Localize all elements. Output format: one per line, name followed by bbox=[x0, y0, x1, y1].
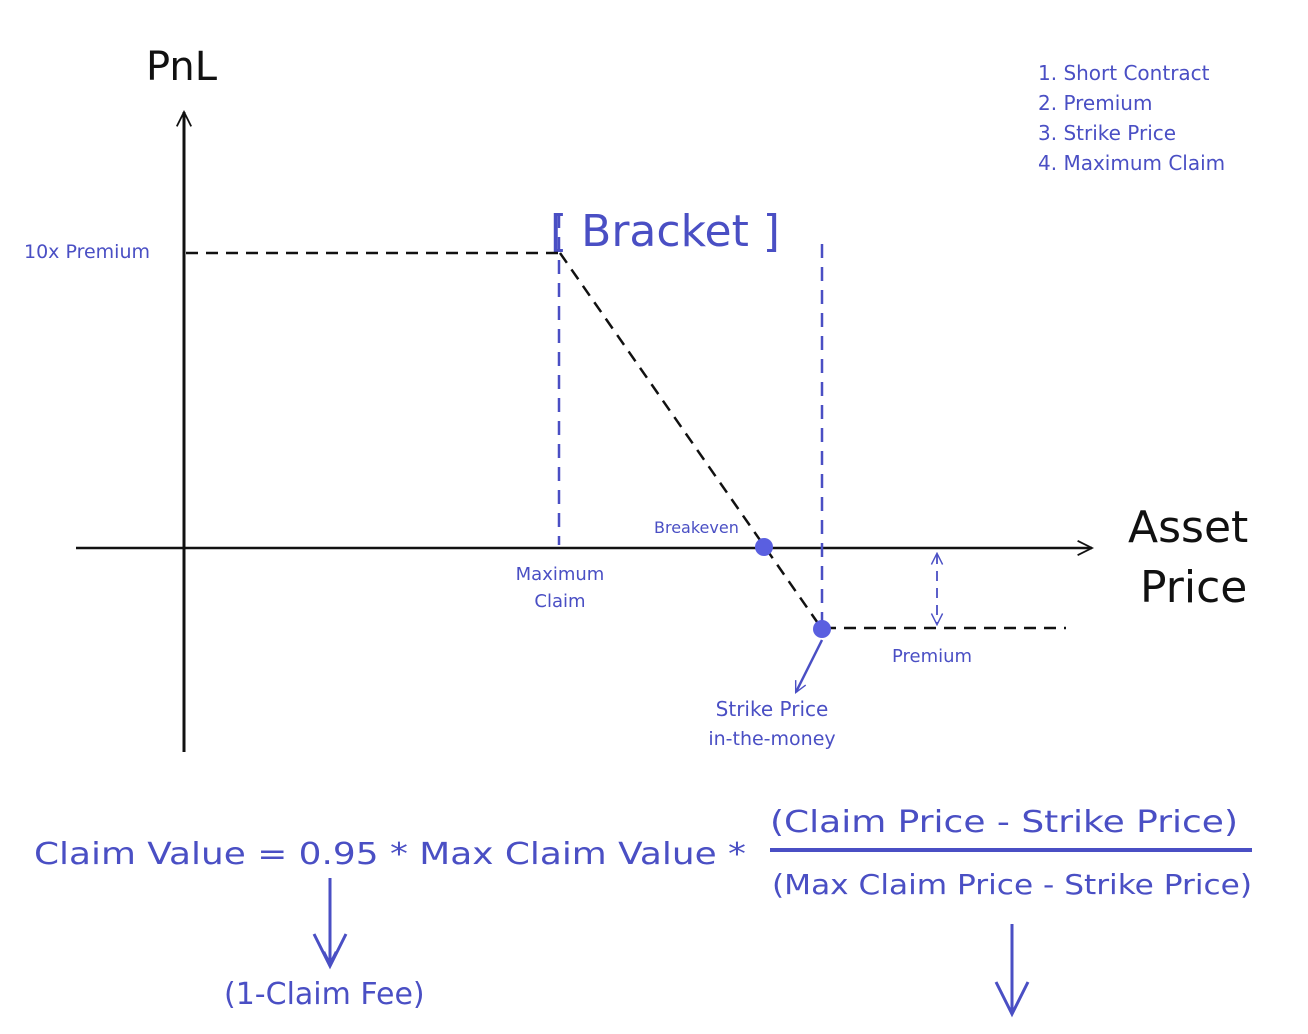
formula-denominator: (Max Claim Price - Strike Price) bbox=[772, 868, 1252, 901]
claim-fee-label: (1-Claim Fee) bbox=[224, 977, 425, 1012]
strike-price-label-line1: Strike Price bbox=[716, 697, 829, 721]
bracket-label: [ Bracket ] bbox=[550, 206, 780, 257]
fee-arrow-head bbox=[312, 933, 348, 970]
formula-lhs: Claim Value = 0.95 * Max Claim Value * bbox=[34, 837, 746, 872]
legend-item-premium: 2. Premium bbox=[1038, 91, 1152, 115]
strike-price-point bbox=[813, 620, 831, 638]
formula-numerator: (Claim Price - Strike Price) bbox=[770, 805, 1238, 840]
x-axis-label-line1: Asset bbox=[1128, 502, 1248, 553]
legend-item-short-contract: 1. Short Contract bbox=[1038, 61, 1210, 85]
maximum-claim-label-line1: Maximum bbox=[516, 564, 605, 585]
legend-item-strike-price: 3. Strike Price bbox=[1038, 121, 1176, 145]
y-axis-label: PnL bbox=[146, 44, 218, 90]
strike-price-label-line2: in-the-money bbox=[708, 728, 835, 750]
claim-value-formula: Claim Value = 0.95 * Max Claim Value * (… bbox=[34, 805, 1252, 901]
legend-item-maximum-claim: 4. Maximum Claim bbox=[1038, 151, 1225, 175]
denominator-arrow-head bbox=[994, 981, 1030, 1018]
ten-x-premium-label: 10x Premium bbox=[24, 241, 150, 263]
breakeven-point bbox=[755, 538, 773, 556]
maximum-claim-label-line2: Claim bbox=[534, 591, 585, 612]
strike-price-pointer-arrow bbox=[794, 639, 824, 692]
breakeven-label: Breakeven bbox=[654, 518, 739, 537]
payoff-slope bbox=[558, 252, 824, 630]
premium-label: Premium bbox=[892, 646, 972, 667]
x-axis-label-line2: Price bbox=[1140, 562, 1247, 613]
legend: 1. Short Contract 2. Premium 3. Strike P… bbox=[1038, 61, 1225, 175]
